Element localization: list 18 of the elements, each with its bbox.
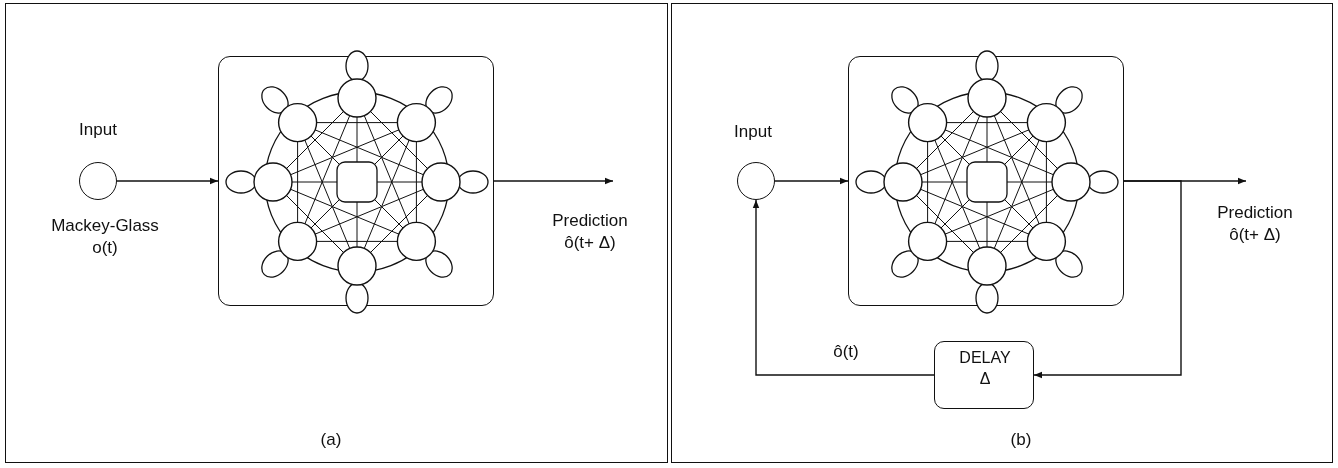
input-circle [79, 162, 117, 200]
panel-caption: (b) [1009, 429, 1033, 451]
delay-box [934, 341, 1034, 409]
arrow [493, 177, 614, 185]
signal-label: Mackey-Glass o(t) [50, 215, 160, 260]
output-label: Prediction ô(t+ Δ) [551, 210, 629, 255]
delay-label: DELAY Δ [958, 348, 1012, 389]
output-label: Prediction ô(t+ Δ) [1216, 202, 1294, 247]
input-circle [737, 162, 775, 200]
arrow [752, 199, 935, 376]
panel-frame [5, 3, 668, 463]
panel-caption: (a) [319, 429, 343, 451]
panel-frame [671, 3, 1333, 463]
arrow [774, 177, 849, 185]
input-label: Input [78, 119, 118, 141]
arrow [1033, 180, 1182, 379]
arrow [116, 177, 219, 185]
input-label: Input [733, 121, 773, 143]
